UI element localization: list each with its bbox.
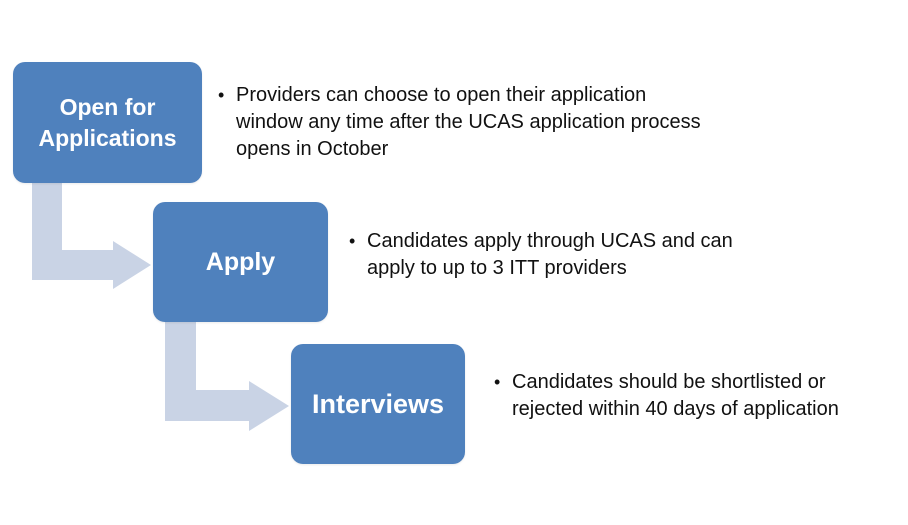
description-text: Candidates apply through UCAS and can ap… [367, 230, 733, 279]
description-text: Candidates should be shortlisted or reje… [512, 371, 839, 420]
step-box-apply: Apply [153, 202, 328, 322]
step-description-apply: • Candidates apply through UCAS and can … [349, 228, 779, 282]
bullet-icon: • [218, 85, 225, 105]
description-text: Providers can choose to open their appli… [236, 84, 701, 160]
step-description-interviews: • Candidates should be shortlisted or re… [494, 369, 884, 423]
bullet-icon: • [494, 372, 501, 392]
description-item: • Candidates apply through UCAS and can … [349, 228, 779, 282]
step-description-open-for-applications: • Providers can choose to open their app… [218, 82, 718, 163]
description-item: • Candidates should be shortlisted or re… [494, 369, 884, 423]
step-title: Apply [205, 247, 276, 276]
bullet-icon: • [349, 231, 356, 251]
step-box-interviews: Interviews [291, 344, 465, 464]
step-box-open-for-applications: Open for Applications [13, 62, 202, 183]
step-title: Interviews [311, 388, 445, 419]
step-title: Open for Applications [38, 93, 177, 151]
description-item: • Providers can choose to open their app… [218, 82, 718, 163]
